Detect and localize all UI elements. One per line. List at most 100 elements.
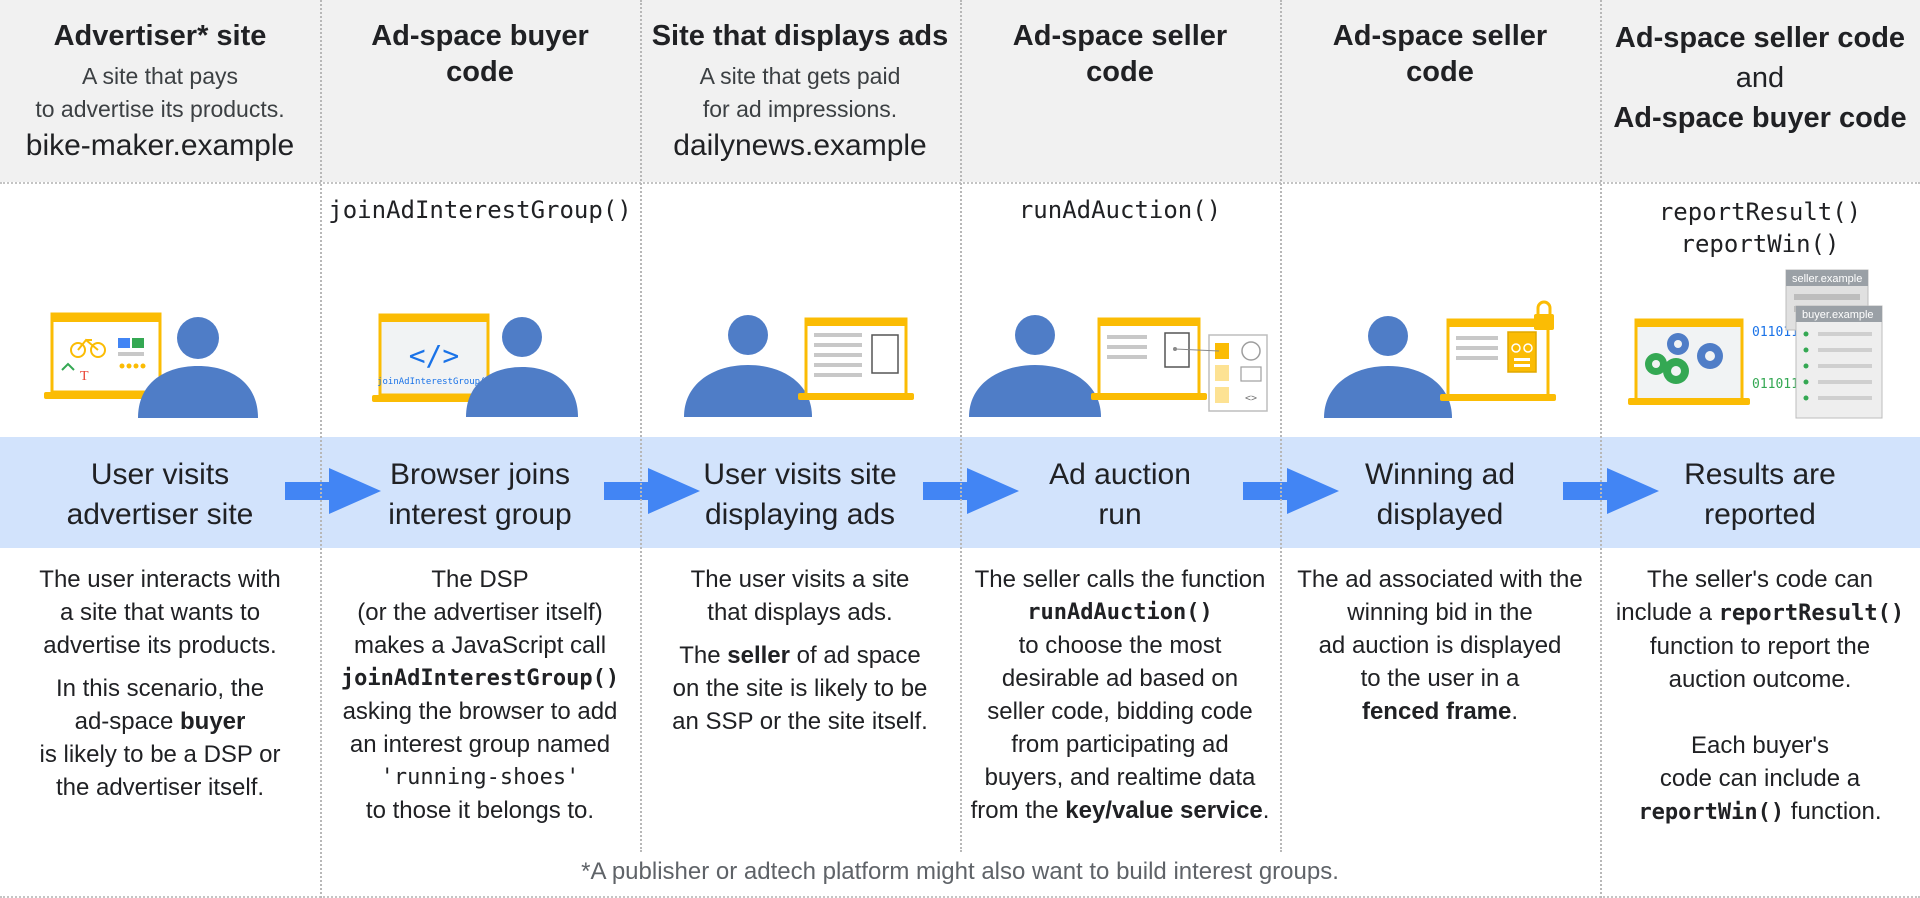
auction-illustration: <>	[969, 315, 1268, 417]
description-advertiser: The user interacts with a site that want…	[0, 563, 320, 814]
server-icon: buyer.example	[1795, 305, 1883, 419]
desc-line: from participating ad	[1011, 731, 1229, 758]
desc-line: function.	[1784, 798, 1882, 825]
desc-line: function to report the	[1649, 633, 1871, 660]
desc-line: desirable ad based on	[1001, 665, 1239, 692]
desc-spacer	[1600, 696, 1920, 729]
header-subtitle: A site that pays to advertise its produc…	[0, 60, 320, 126]
desc-line: is likely to be a DSP or	[39, 741, 281, 768]
desc-line: to those it belongs to.	[365, 797, 595, 824]
illustration-code-label: joinAdInterestGroup()	[377, 377, 491, 387]
subtitle-line: A site that pays	[82, 63, 238, 89]
description-auction: The seller calls the function runAdAucti…	[960, 563, 1280, 827]
step-browser-joins-group: Browser joins interest group	[320, 455, 640, 535]
title-line: code	[446, 56, 514, 88]
desc-line: from the	[970, 797, 1066, 824]
desc-line: winning bid in the	[1347, 599, 1533, 626]
step-line: displaying ads	[704, 498, 896, 531]
lock-icon	[1534, 300, 1554, 330]
step-line: User visits	[90, 458, 230, 491]
desc-line: an interest group named	[349, 731, 611, 758]
svg-text:</>: </>	[409, 339, 460, 372]
step-ad-auction-run: Ad auction run	[960, 455, 1280, 535]
step-results-reported: Results are reported	[1600, 455, 1920, 535]
desc-code: reportResult()	[1718, 601, 1905, 626]
title-line: code	[1086, 56, 1154, 88]
desc-line: The DSP	[431, 566, 529, 593]
column-header-buyer-code: Ad-space buyer code	[320, 0, 640, 182]
gear-icon	[1645, 333, 1723, 384]
svg-text:T: T	[80, 369, 89, 384]
desc-line: advertise its products.	[43, 632, 277, 659]
step-line: Browser joins	[389, 458, 571, 491]
arrow-icon	[604, 468, 700, 514]
divider	[1280, 0, 1282, 852]
title-line: Ad-space seller code	[1614, 22, 1906, 54]
step-line: interest group	[388, 498, 572, 531]
header-subtitle: A site that gets paid for ad impressions…	[640, 60, 960, 126]
desc-bold: seller	[727, 642, 790, 669]
step-line: Ad auction	[1049, 458, 1191, 491]
desc-line: The user interacts with	[39, 566, 281, 593]
desc-line: include a	[1615, 599, 1719, 626]
step-line: User visits site	[703, 458, 897, 491]
divider	[320, 0, 322, 898]
title-line: Ad-space buyer code	[1613, 102, 1907, 134]
desc-line: The ad associated with the	[1297, 566, 1583, 593]
title-line: Ad-space seller	[1332, 20, 1548, 52]
subtitle-line: to advertise its products.	[35, 96, 285, 122]
desc-line: buyers, and realtime data	[984, 764, 1256, 791]
subtitle-line: for ad impressions.	[702, 96, 898, 122]
desc-line: an SSP or the site itself.	[672, 708, 928, 735]
divider	[960, 0, 962, 852]
function-report-result: reportResult()	[1658, 198, 1862, 226]
step-line: Results are	[1684, 458, 1836, 491]
description-publisher: The user visits a site that displays ads…	[640, 563, 960, 748]
description-winning-ad: The ad associated with the winning bid i…	[1280, 563, 1600, 728]
title-line: code	[1406, 56, 1474, 88]
desc-line: asking the browser to add	[342, 698, 618, 725]
function-join-ad-interest-group: joinAdInterestGroup()	[328, 196, 632, 224]
desc-line: to the user in a	[1360, 665, 1520, 692]
server-label-buyer: buyer.example	[1802, 309, 1874, 321]
code-icon: </>	[409, 339, 460, 372]
step-line: advertiser site	[66, 498, 254, 531]
desc-line: The	[679, 642, 728, 669]
laptop-icon	[1091, 317, 1207, 400]
desc-bold: fenced frame	[1361, 698, 1512, 725]
buyer-code-illustration: </> joinAdInterestGroup()	[372, 313, 578, 417]
person-icon	[969, 315, 1101, 417]
laptop-icon	[1440, 318, 1556, 401]
person-icon	[138, 317, 258, 418]
desc-line: the advertiser itself.	[55, 774, 265, 801]
publisher-illustration	[684, 315, 914, 417]
arrow-icon	[1563, 468, 1659, 514]
desc-code: runAdAuction()	[1027, 600, 1213, 625]
header-site: bike-maker.example	[25, 129, 295, 162]
column-header-seller-code-2: Ad-space seller code	[1280, 0, 1600, 182]
laptop-icon	[798, 317, 914, 400]
desc-line: The user visits a site	[690, 566, 910, 593]
desc-line: code can include a	[1659, 765, 1861, 792]
title-line: Ad-space buyer	[371, 20, 589, 52]
arrow-icon	[1243, 468, 1339, 514]
divider	[640, 0, 642, 852]
desc-line: Each buyer's	[1691, 732, 1829, 759]
step-line: Winning ad	[1364, 458, 1516, 491]
desc-line: ad auction is displayed	[1318, 632, 1562, 659]
function-run-ad-auction: runAdAuction()	[1018, 196, 1222, 224]
header-title: Advertiser* site	[53, 20, 267, 52]
description-buyer-code: The DSP (or the advertiser itself) makes…	[320, 563, 640, 827]
step-user-visits-advertiser: User visits advertiser site	[0, 455, 320, 535]
desc-line: makes a JavaScript call	[353, 632, 607, 659]
step-line: displayed	[1376, 498, 1504, 531]
divider	[0, 896, 1920, 898]
desc-line: seller code, bidding code	[987, 698, 1253, 725]
laptop-icon	[372, 313, 496, 402]
desc-line: .	[1262, 797, 1270, 824]
step-user-visits-publisher: User visits site displaying ads	[640, 455, 960, 535]
desc-line: that displays ads.	[707, 599, 893, 626]
step-winning-ad-displayed: Winning ad displayed	[1280, 455, 1600, 535]
desc-line: In this scenario, the	[55, 675, 265, 702]
header-title: Ad-space seller code	[960, 18, 1280, 90]
